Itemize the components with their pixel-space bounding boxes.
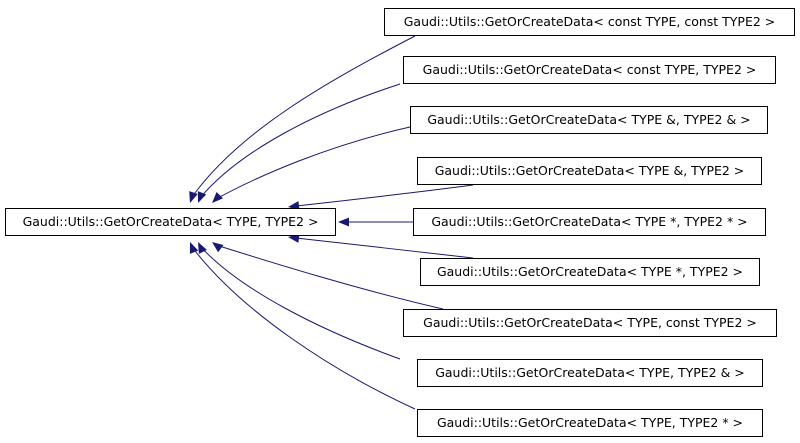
inheritance-edge — [199, 245, 401, 360]
derived-class-node[interactable]: Gaudi::Utils::GetOrCreateData< TYPE, TYP… — [417, 359, 763, 387]
derived-class-node[interactable]: Gaudi::Utils::GetOrCreateData< TYPE *, T… — [413, 208, 766, 236]
arrowhead-icon — [288, 201, 300, 211]
inheritance-edge — [191, 35, 416, 198]
inheritance-edge — [215, 244, 444, 310]
arrowhead-icon — [212, 192, 223, 203]
arrowhead-icon — [288, 233, 300, 243]
derived-class-node[interactable]: Gaudi::Utils::GetOrCreateData< TYPE &, T… — [410, 106, 768, 134]
arrowhead-icon — [212, 242, 224, 253]
arrowhead-icon — [198, 242, 207, 254]
arrowhead-icon — [189, 242, 199, 254]
base-class-node[interactable]: Gaudi::Utils::GetOrCreateData< TYPE, TYP… — [5, 208, 336, 236]
derived-class-node[interactable]: Gaudi::Utils::GetOrCreateData< TYPE &, T… — [417, 157, 762, 185]
derived-class-node[interactable]: Gaudi::Utils::GetOrCreateData< TYPE *, T… — [420, 258, 760, 286]
inheritance-edge — [295, 237, 474, 259]
inheritance-edge — [199, 83, 401, 199]
inheritance-edge — [215, 126, 411, 200]
arrowhead-icon — [197, 191, 207, 203]
inheritance-edge — [295, 184, 474, 207]
derived-class-node[interactable]: Gaudi::Utils::GetOrCreateData< TYPE, TYP… — [417, 409, 763, 437]
derived-class-node[interactable]: Gaudi::Utils::GetOrCreateData< TYPE, con… — [403, 309, 777, 337]
derived-class-node[interactable]: Gaudi::Utils::GetOrCreateData< const TYP… — [384, 8, 795, 36]
derived-class-node[interactable]: Gaudi::Utils::GetOrCreateData< const TYP… — [403, 56, 776, 84]
inheritance-edge — [191, 246, 416, 410]
arrowhead-icon — [189, 191, 198, 203]
arrowhead-icon — [338, 217, 349, 227]
